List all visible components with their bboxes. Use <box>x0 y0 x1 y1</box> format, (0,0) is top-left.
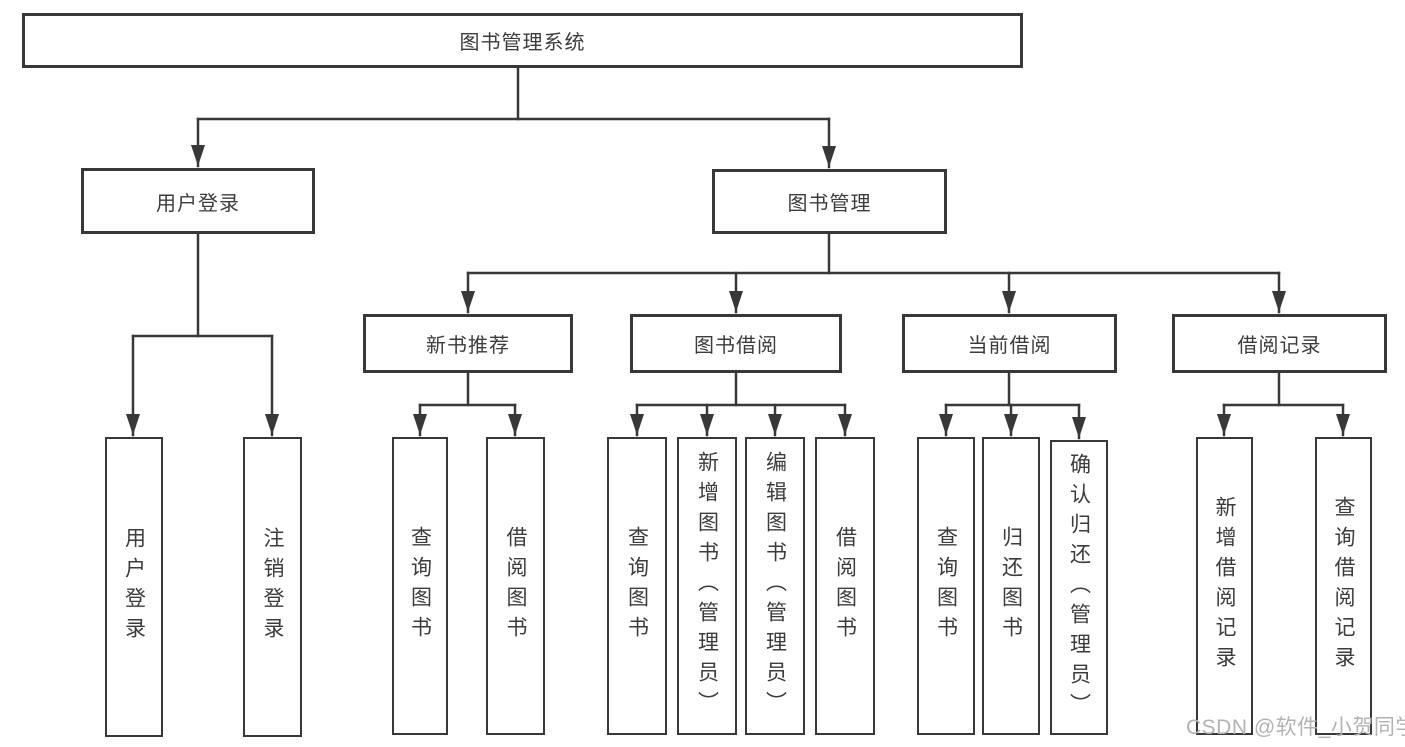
leaf-newbook-query: 查询图书 <box>392 437 448 735</box>
leaf-current-query-label: 查询图书 <box>934 526 958 646</box>
leaf-logout: 注销登录 <box>243 437 302 737</box>
leaf-record-query-label: 查询借阅记录 <box>1332 496 1355 676</box>
node-borrow-record: 借阅记录 <box>1172 314 1387 373</box>
node-book-manage: 图书管理 <box>712 169 947 234</box>
leaf-borrow-add: 新增图书（管理员） <box>677 437 737 735</box>
leaf-current-return-label: 归还图书 <box>999 526 1023 646</box>
leaf-user-login-label: 用户登录 <box>122 527 146 647</box>
leaf-newbook-borrow: 借阅图书 <box>486 437 545 735</box>
leaf-logout-label: 注销登录 <box>261 527 284 647</box>
leaf-borrow-edit-label: 编辑图书（管理员） <box>763 451 787 721</box>
leaf-current-query: 查询图书 <box>917 437 975 735</box>
node-current-borrow: 当前借阅 <box>902 314 1117 373</box>
leaf-record-query: 查询借阅记录 <box>1315 437 1372 735</box>
leaf-borrow-book: 借阅图书 <box>815 437 875 735</box>
node-user-login: 用户登录 <box>81 168 315 234</box>
node-new-book: 新书推荐 <box>363 314 573 373</box>
leaf-current-confirm-label: 确认归还（管理员） <box>1067 452 1091 723</box>
leaf-current-confirm: 确认归还（管理员） <box>1050 440 1108 735</box>
leaf-current-return: 归还图书 <box>982 437 1040 735</box>
leaf-borrow-query-label: 查询图书 <box>625 526 649 646</box>
leaf-borrow-book-label: 借阅图书 <box>833 526 857 646</box>
leaf-borrow-add-label: 新增图书（管理员） <box>695 451 719 721</box>
leaf-record-add-label: 新增借阅记录 <box>1213 496 1236 676</box>
leaf-newbook-query-label: 查询图书 <box>408 526 432 646</box>
node-book-borrow: 图书借阅 <box>630 314 842 373</box>
leaf-borrow-edit: 编辑图书（管理员） <box>745 437 805 735</box>
leaf-borrow-query: 查询图书 <box>607 437 667 735</box>
node-root: 图书管理系统 <box>22 13 1023 68</box>
leaf-record-add: 新增借阅记录 <box>1196 437 1253 735</box>
leaf-newbook-borrow-label: 借阅图书 <box>504 526 527 646</box>
leaf-user-login: 用户登录 <box>105 437 163 737</box>
watermark: CSDN @软件_小贺同学 <box>1186 716 1405 739</box>
